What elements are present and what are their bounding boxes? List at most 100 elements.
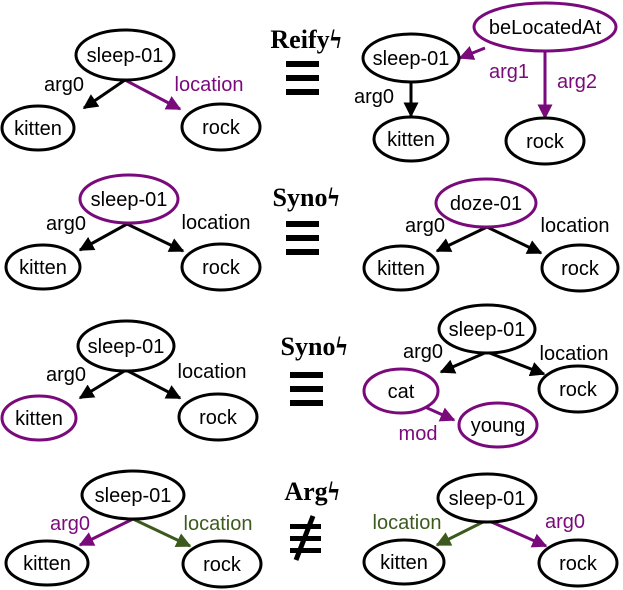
node-label: sleep-01 [95,485,172,507]
node-label: young [471,415,526,437]
edge-line [126,222,185,253]
edge-line [458,46,486,60]
edge-label: arg1 [489,61,529,83]
edge-label: arg2 [557,71,597,93]
row-2-left-graph: sleep-01 kitten rock arg0 location [4,173,262,292]
operator-label: Synoϟ [281,332,348,361]
node-label: sleep-01 [91,189,168,211]
node-ellipse [457,401,539,449]
edge-label: location [182,212,251,234]
edge-line [124,78,182,111]
node-ellipse [76,319,176,373]
row-2: sleep-01 kitten rock arg0 location Synoϟ… [4,173,620,293]
node-label: kitten [380,552,428,574]
edge-label: arg0 [545,511,585,533]
node-label: cat [388,381,415,403]
node-label: rock [203,554,242,576]
operator-label: Synoϟ [273,183,340,212]
node-label: rock [559,379,598,401]
row-2-right-graph: doze-01 kitten rock arg0 location [362,177,620,293]
node-label: sleep-01 [87,45,164,67]
equivalence-symbol [290,372,323,406]
node-label: kitten [15,408,63,430]
node-ellipse [372,115,450,163]
node-label: sleep-01 [449,319,526,341]
row-1-left-graph: sleep-01 kitten rock arg0 location [0,28,262,152]
edge-label: location [540,343,609,365]
edge-label: location [373,512,442,534]
row-1-right-graph: beLocatedAt sleep-01 kitten rock arg1 ar… [354,1,618,166]
node-ellipse [434,177,538,229]
row-3-left-graph: sleep-01 kitten rock arg0 location [0,319,259,442]
node-label: doze-01 [450,193,522,215]
node-ellipse [362,244,440,292]
node-ellipse [180,242,262,292]
edge-label: arg0 [46,213,86,235]
node-ellipse [537,538,619,588]
row-3-right-graph: sleep-01 cat young rock arg0 location mo… [362,303,619,449]
equivalence-symbol [286,221,319,255]
node-ellipse [537,364,619,414]
node-ellipse [472,1,618,53]
edge-line [78,368,127,400]
edge-line [424,405,456,422]
node-label: beLocatedAt [489,17,602,39]
edge-label: arg0 [405,215,445,237]
equivalence-symbol [286,61,319,95]
node-label: rock [202,117,241,139]
node-ellipse [0,104,76,152]
node-label: kitten [23,553,71,575]
edge-label: arg0 [50,513,90,535]
edge-line [125,368,182,400]
row-1: sleep-01 kitten rock arg0 location Reify… [0,1,618,166]
operator-label: Reifyϟ [270,25,341,54]
node-ellipse [362,367,440,415]
edge-line [78,222,128,252]
not-equivalent-symbol [290,515,321,561]
row-4-right-graph: sleep-01 kitten rock location arg0 [362,472,619,588]
node-ellipse [74,28,176,82]
node-label: rock [559,553,598,575]
node-label: kitten [377,258,425,280]
edge-line [82,78,126,110]
edge-label: mod [399,423,438,445]
node-ellipse [362,538,446,586]
node-ellipse [540,243,620,293]
edge-line [132,517,192,548]
node-label: kitten [387,129,435,151]
operator-label: Argϟ [284,477,339,506]
node-label: rock [561,258,600,280]
edge-line [486,518,548,548]
node-ellipse [78,173,180,225]
node-ellipse [4,539,90,587]
edge-label: location [184,513,253,535]
edge-label: arg0 [46,364,86,386]
node-ellipse [80,469,186,521]
edge-line [486,350,546,377]
row-4-left-graph: sleep-01 kitten rock arg0 location [4,469,263,589]
node-label: rock [202,257,241,279]
edge-label: arg0 [354,86,394,108]
edge-line [435,225,488,253]
edge-label: arg0 [44,74,84,96]
row-4: sleep-01 kitten rock arg0 location Argϟ … [4,469,619,589]
edge-line [439,350,488,374]
node-label: rock [199,407,238,429]
node-ellipse [4,243,82,291]
node-ellipse [0,394,78,442]
row-3: sleep-01 kitten rock arg0 location Synoϟ… [0,303,619,449]
node-label: rock [526,131,565,153]
edge-line [78,517,134,547]
node-ellipse [437,303,537,355]
node-ellipse [436,472,538,524]
edge-label: arg0 [403,341,443,363]
node-label: kitten [14,118,62,140]
edge-label: location [178,361,247,383]
edge-label: location [175,74,244,96]
edge-line [486,225,543,255]
node-ellipse [504,116,586,166]
node-ellipse [180,102,262,152]
edge-line [435,518,488,547]
edge-label: location [541,215,610,237]
